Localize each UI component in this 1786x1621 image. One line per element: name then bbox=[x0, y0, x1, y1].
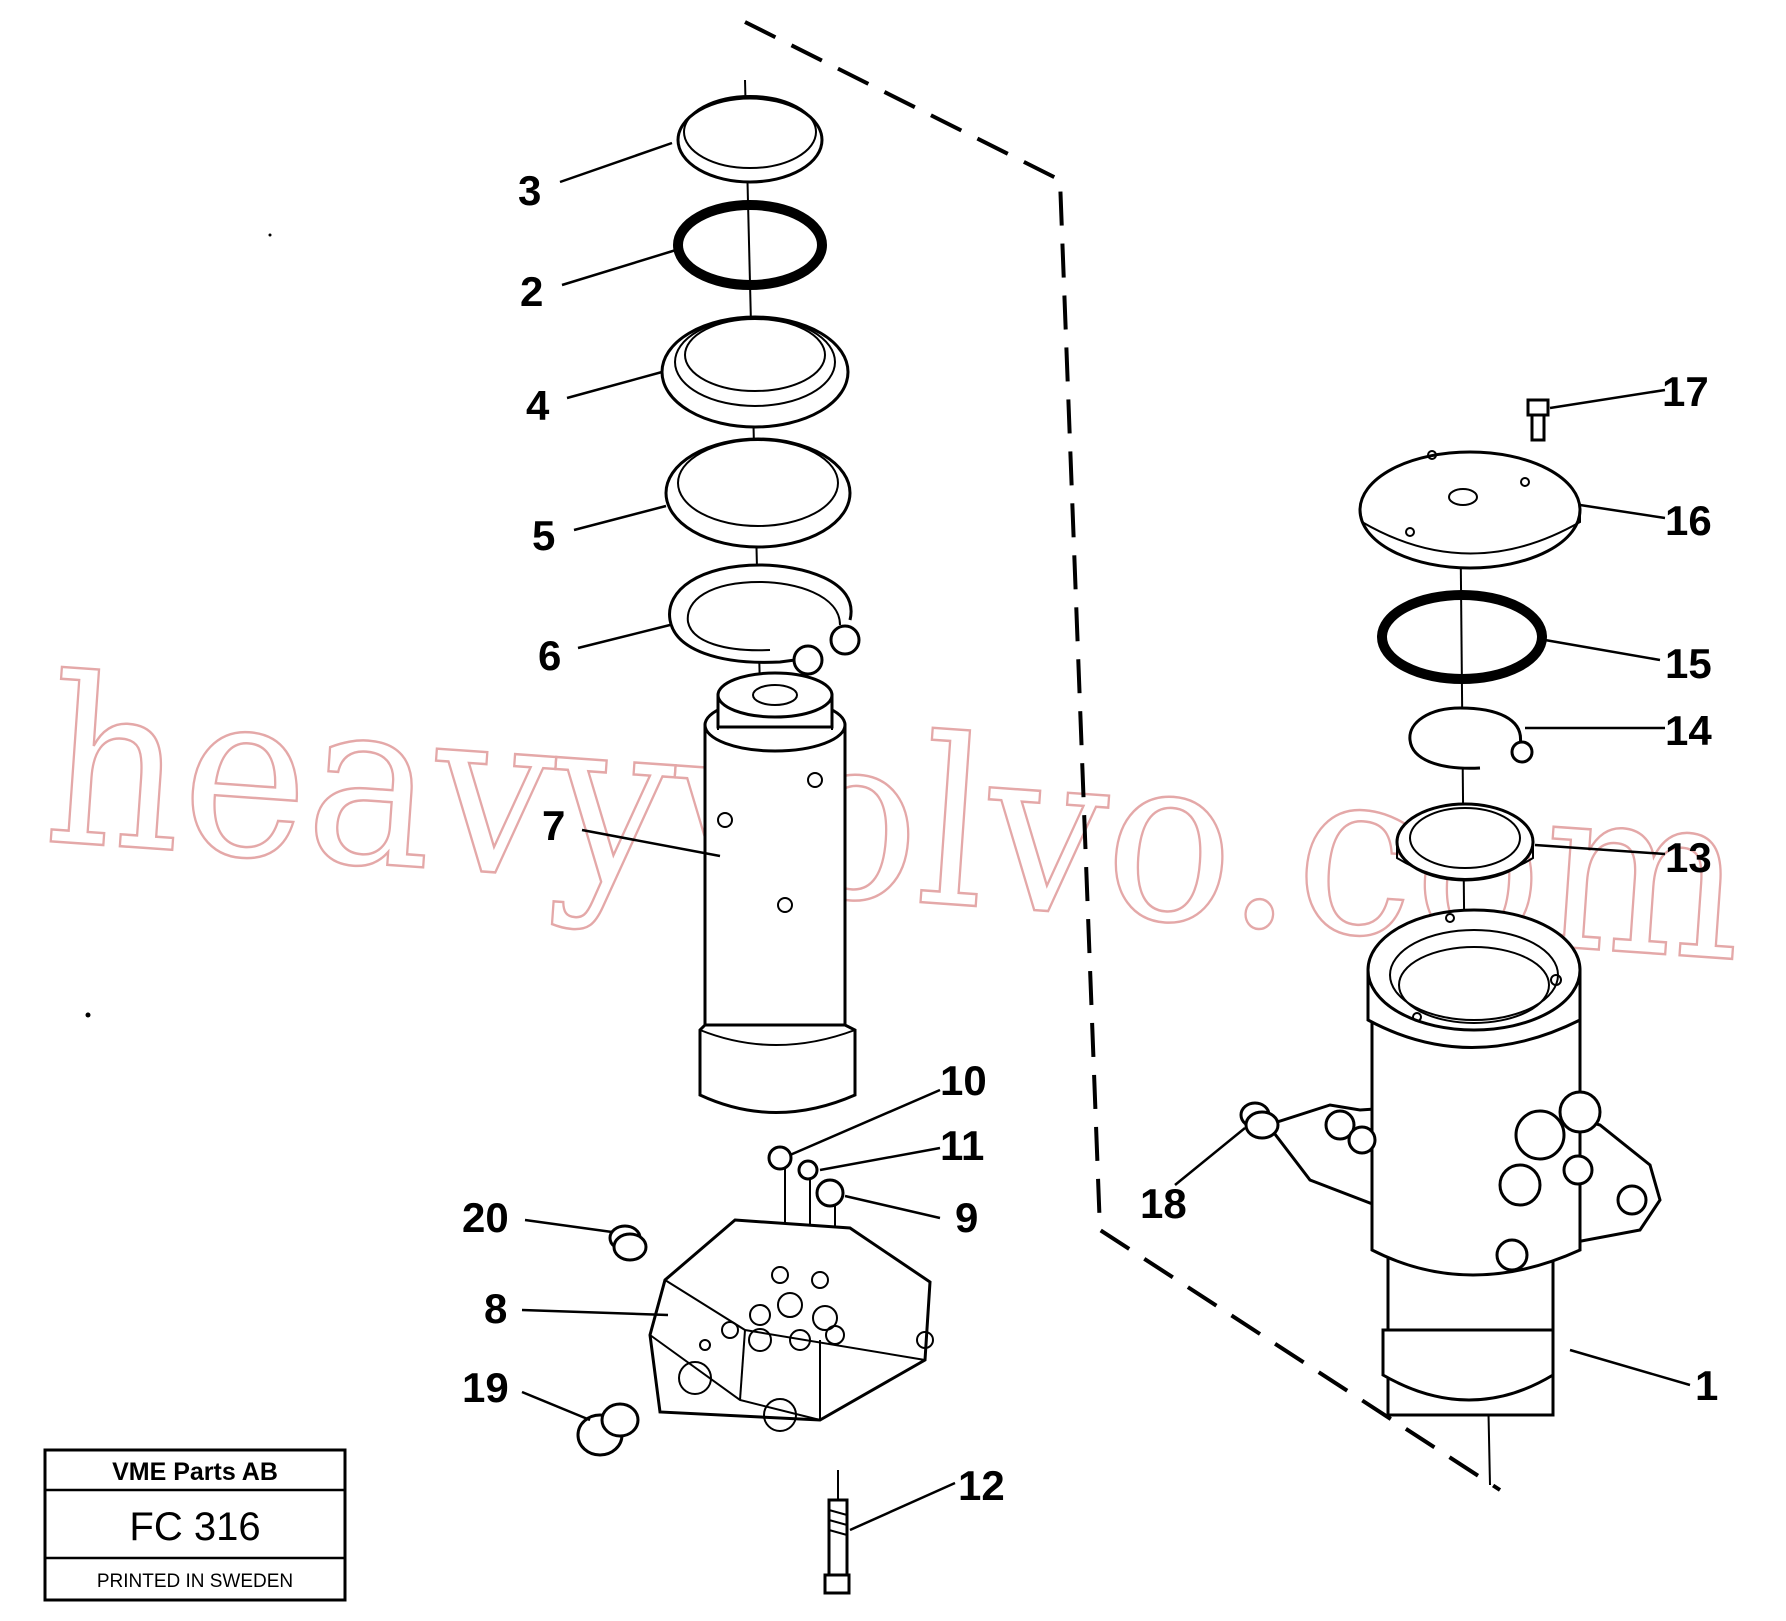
leader-1 bbox=[1569, 1348, 1691, 1387]
leader-9 bbox=[844, 1194, 941, 1220]
callout-8: 8 bbox=[484, 1285, 507, 1332]
title-block: VME Parts AB FC 316 PRINTED IN SWEDEN bbox=[43, 1448, 347, 1602]
title-block-figure: FC 316 bbox=[129, 1505, 260, 1549]
callout-15: 15 bbox=[1665, 640, 1712, 687]
callout-20: 20 bbox=[462, 1194, 509, 1241]
leader-11 bbox=[819, 1146, 941, 1172]
leader-3 bbox=[559, 141, 673, 184]
leader-18 bbox=[1174, 1127, 1246, 1186]
part-19-plug bbox=[576, 1402, 640, 1457]
leader-2 bbox=[561, 248, 677, 287]
leader-13 bbox=[1534, 843, 1666, 856]
callout-18: 18 bbox=[1140, 1180, 1187, 1227]
speck bbox=[268, 233, 272, 237]
callout-19: 19 bbox=[462, 1364, 509, 1411]
part-14-circlip bbox=[1408, 706, 1534, 770]
part-13-bearing bbox=[1395, 802, 1535, 882]
leader-17 bbox=[1549, 388, 1666, 410]
speck bbox=[85, 1012, 91, 1018]
leader-15 bbox=[1544, 638, 1661, 662]
callout-16: 16 bbox=[1665, 497, 1712, 544]
leader-5 bbox=[573, 504, 667, 532]
part-16-cover bbox=[1358, 450, 1582, 570]
callout-14: 14 bbox=[1665, 707, 1712, 754]
callout-2: 2 bbox=[520, 268, 543, 315]
part-5-seal bbox=[664, 437, 852, 549]
leader-20 bbox=[524, 1218, 613, 1234]
callout-10: 10 bbox=[940, 1057, 987, 1104]
part-20-plug bbox=[608, 1224, 648, 1262]
part-11-ring bbox=[797, 1159, 819, 1181]
part-2-o-ring bbox=[673, 200, 827, 290]
leader-6 bbox=[577, 623, 671, 650]
callout-7: 7 bbox=[542, 802, 565, 849]
callout-9: 9 bbox=[955, 1194, 978, 1241]
assembly-dashed-line bbox=[744, 20, 1502, 1492]
part-15-o-ring bbox=[1377, 590, 1547, 684]
part-18-plug bbox=[1239, 1101, 1280, 1140]
part-3-ring bbox=[676, 95, 824, 184]
callout-17: 17 bbox=[1662, 368, 1709, 415]
callout-4: 4 bbox=[526, 382, 550, 429]
callout-5: 5 bbox=[532, 512, 555, 559]
leader-7 bbox=[581, 828, 721, 858]
leader-10 bbox=[789, 1088, 941, 1157]
callout-6: 6 bbox=[538, 632, 561, 679]
part-17-bolt bbox=[1526, 398, 1550, 442]
leader-4 bbox=[566, 370, 663, 400]
title-block-printed: PRINTED IN SWEDEN bbox=[97, 1571, 293, 1592]
part-9-ring bbox=[815, 1178, 845, 1208]
part-6-circlip bbox=[668, 563, 861, 676]
part-7-shaft bbox=[698, 671, 857, 1114]
title-block-company: VME Parts AB bbox=[112, 1458, 278, 1486]
leader-19 bbox=[521, 1390, 591, 1422]
callout-3: 3 bbox=[518, 167, 541, 214]
leader-16 bbox=[1579, 503, 1666, 520]
callout-13: 13 bbox=[1665, 834, 1712, 881]
leader-12 bbox=[849, 1481, 956, 1532]
part-12-bolt bbox=[823, 1498, 851, 1595]
part-4-seal bbox=[660, 315, 850, 429]
callout-12: 12 bbox=[958, 1462, 1005, 1509]
part-10-ring bbox=[767, 1145, 793, 1171]
part-1-housing bbox=[1265, 908, 1662, 1417]
callout-1: 1 bbox=[1695, 1362, 1718, 1409]
callout-11: 11 bbox=[940, 1122, 984, 1169]
leader-8 bbox=[521, 1308, 669, 1317]
part-8-block bbox=[648, 1218, 934, 1432]
